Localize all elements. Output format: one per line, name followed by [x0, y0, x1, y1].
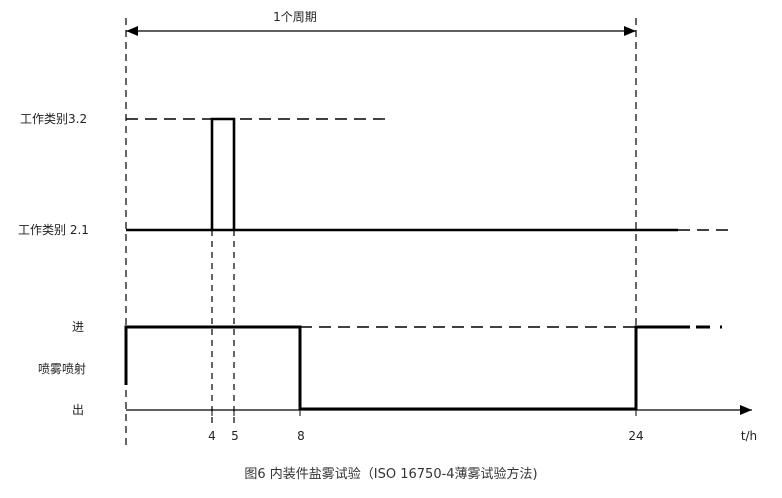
- axis-unit-label: t/h: [741, 429, 757, 443]
- tick-label-4: 4: [208, 429, 216, 443]
- label-in: 进: [72, 320, 84, 334]
- label-category-2-1: 工作类别 2.1: [18, 223, 89, 237]
- period-label: 1个周期: [273, 10, 317, 24]
- label-category-3-2: 工作类别3.2: [20, 112, 87, 126]
- tick-label-24: 24: [628, 429, 643, 443]
- label-spray: 喷雾喷射: [38, 361, 86, 376]
- label-out: 出: [72, 403, 84, 417]
- tick-label-5: 5: [231, 429, 239, 443]
- spray-waveform: [124, 325, 690, 411]
- work-category-pulse: [210, 117, 236, 230]
- tick-label-8: 8: [297, 429, 305, 443]
- figure-caption: 图6 内装件盐雾试验（ISO 16750-4薄雾试验方法): [244, 466, 537, 482]
